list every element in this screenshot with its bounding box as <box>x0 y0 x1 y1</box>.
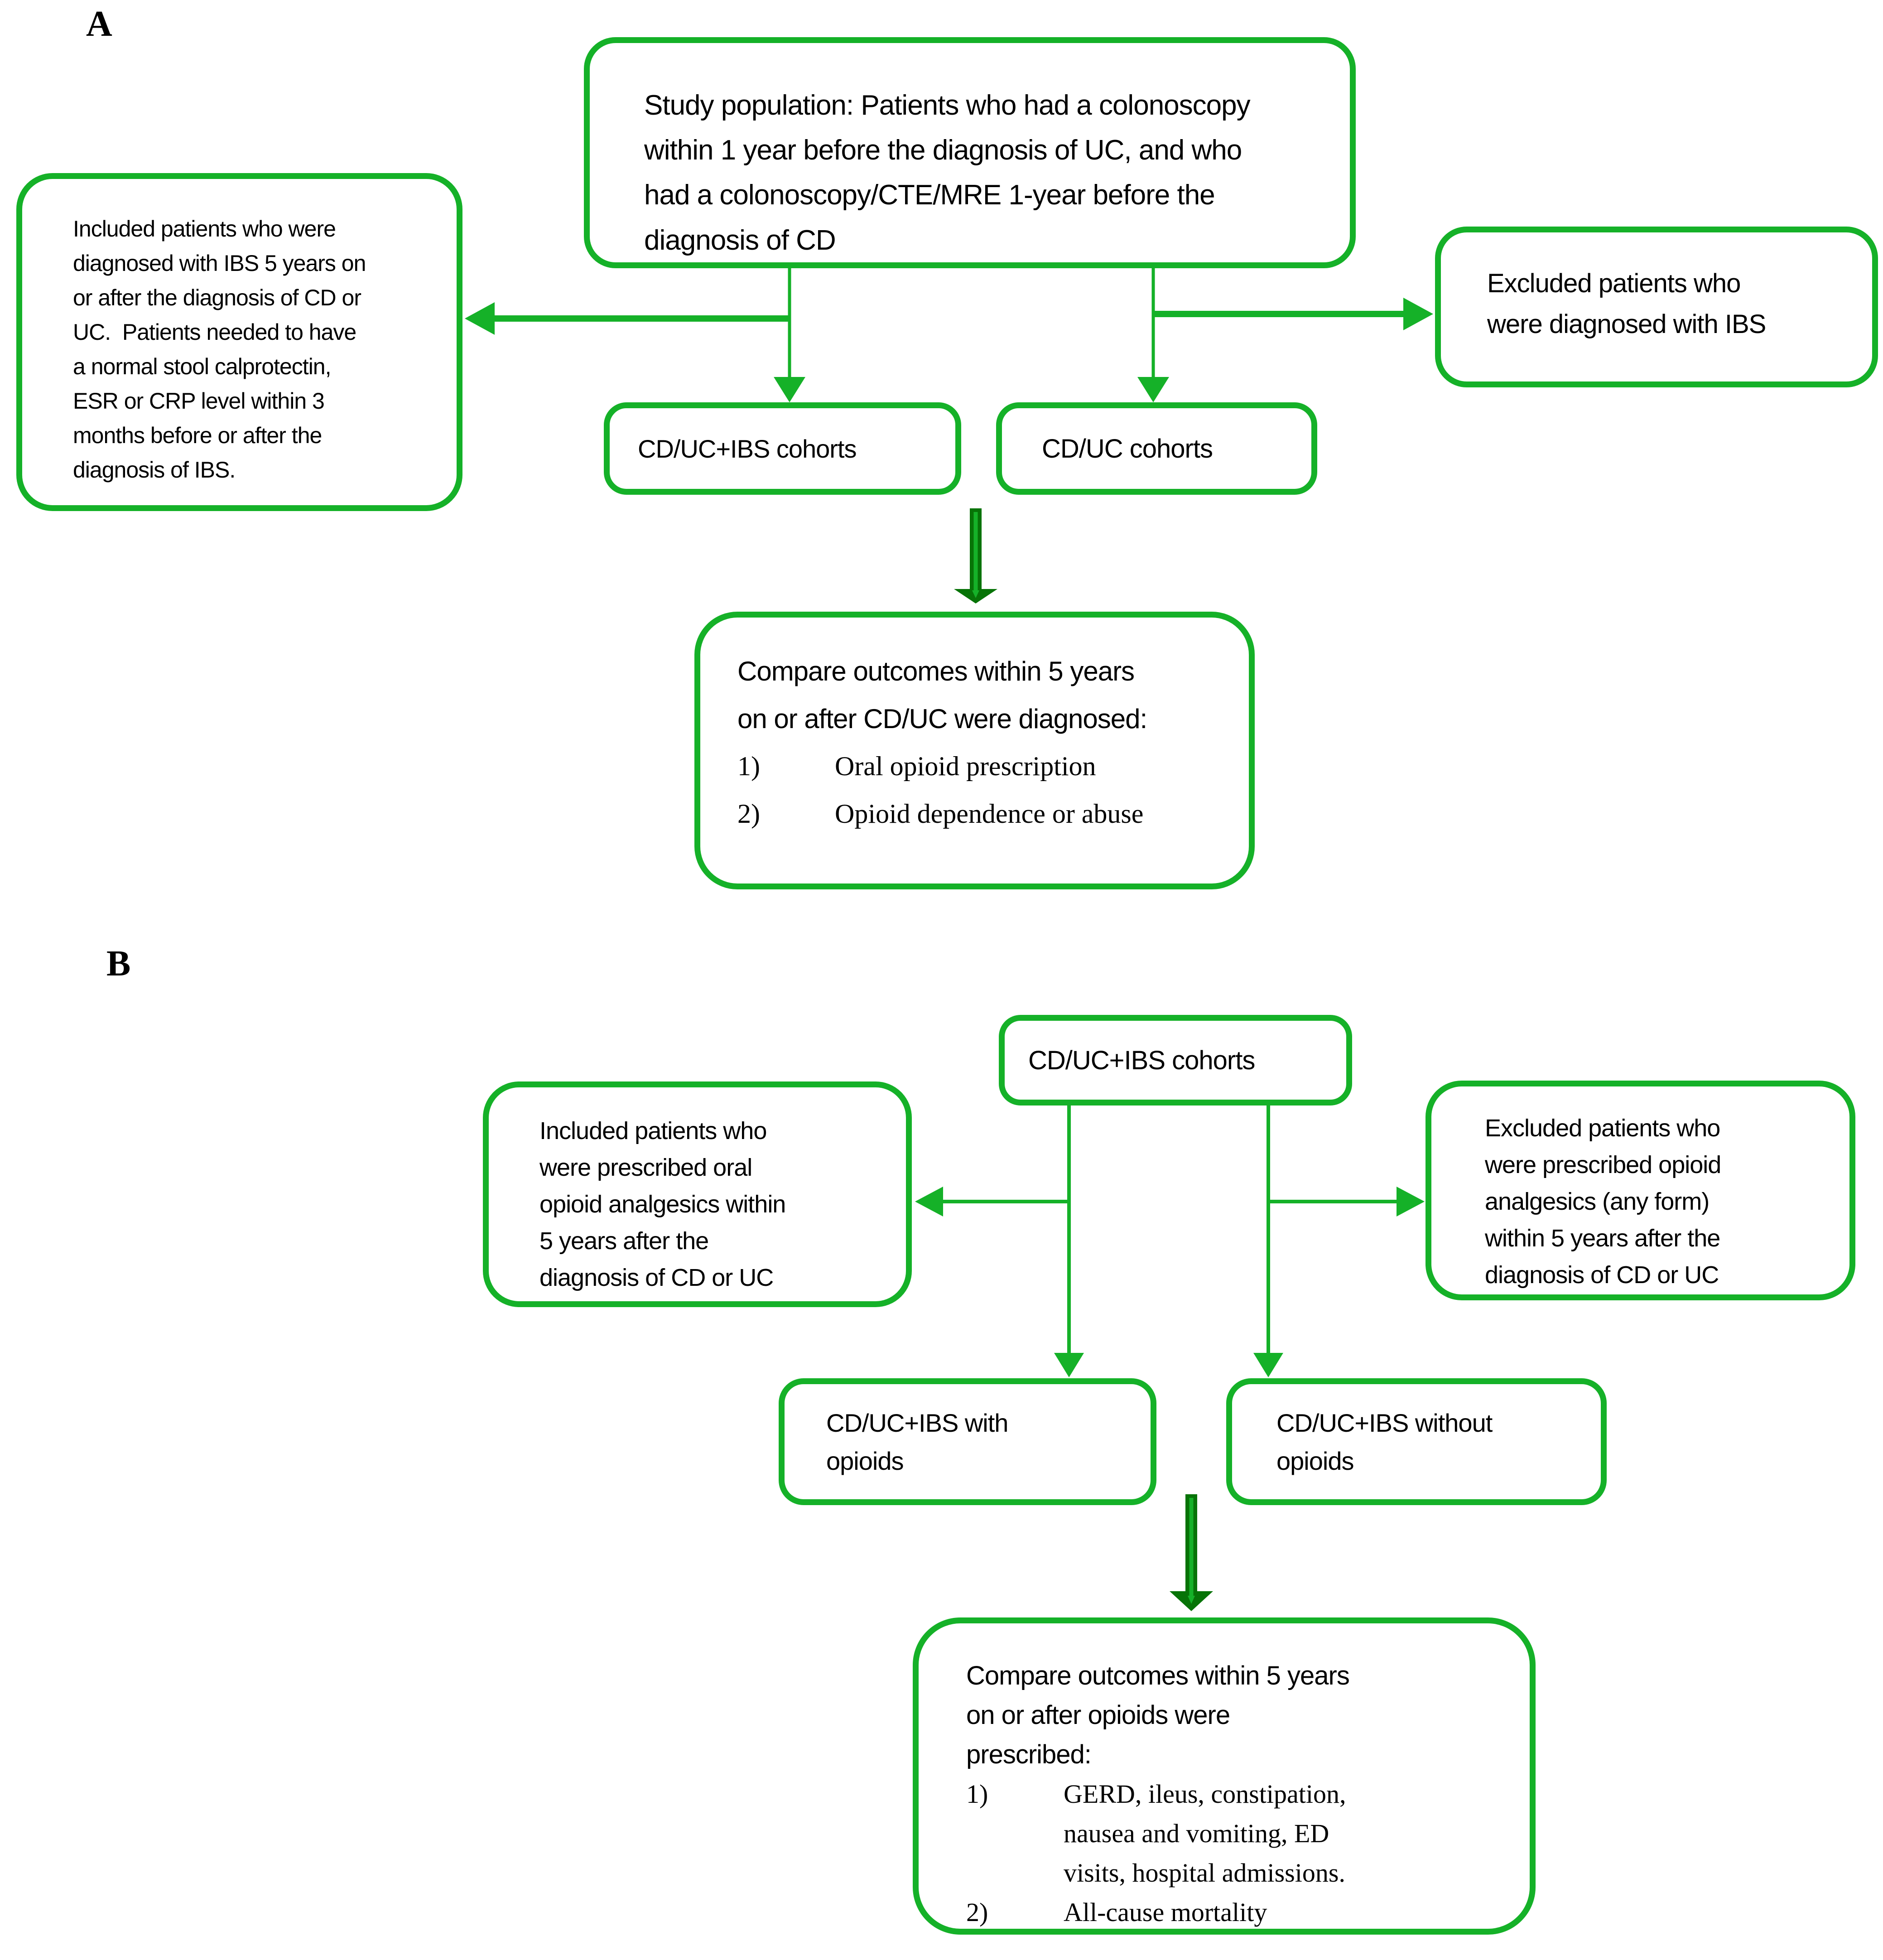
b-line-top-to-without-opioids <box>1253 1103 1283 1377</box>
panel-a-cduc-ibs-cohort-box: CD/UC+IBS cohorts <box>604 402 961 495</box>
b-arrow-to-included <box>915 1187 1069 1217</box>
panel-b-compare-intro: Compare outcomes within 5 years on or af… <box>966 1661 1350 1769</box>
item-number: 2) <box>966 1897 988 1927</box>
b-arrow-to-excluded <box>1268 1187 1425 1217</box>
panel-b-compare-box: Compare outcomes within 5 years on or af… <box>913 1617 1536 1935</box>
b-block-arrow <box>1170 1494 1213 1611</box>
panel-b-without-opioids-text: CD/UC+IBS without opioids <box>1276 1409 1493 1475</box>
panel-b-with-opioids-box: CD/UC+IBS with opioids <box>779 1378 1156 1505</box>
item-number: 2) <box>737 799 760 829</box>
panel-a-compare-intro: Compare outcomes within 5 years on or af… <box>737 656 1147 734</box>
panel-b-with-opioids-text: CD/UC+IBS with opioids <box>826 1409 1008 1475</box>
panel-b-compare-item-1: 1) GERD, ileus, constipation, nausea and… <box>966 1774 1512 1892</box>
panel-a-compare-item-1: 1) Oral opioid prescription <box>737 743 1231 790</box>
a-arrow-to-excluded <box>1153 298 1433 330</box>
panel-a-compare-box: Compare outcomes within 5 years on or af… <box>694 612 1255 889</box>
item-text: Oral opioid prescription <box>835 751 1096 781</box>
panel-b-excluded-box: Excluded patients who were prescribed op… <box>1425 1081 1855 1300</box>
panel-a-cduc-cohort-box: CD/UC cohorts <box>996 402 1317 495</box>
panel-b-included-text: Included patients who were prescribed or… <box>539 1117 786 1291</box>
panel-a-study-population-box: Study population: Patients who had a col… <box>584 37 1356 268</box>
item-text: Opioid dependence or abuse <box>835 799 1144 829</box>
panel-a-cduc-cohort-text: CD/UC cohorts <box>1042 434 1213 463</box>
item-number: 1) <box>737 751 760 781</box>
panel-a-study-population-text: Study population: Patients who had a col… <box>644 90 1251 256</box>
panel-b-top-cohorts-text: CD/UC+IBS cohorts <box>1028 1045 1255 1075</box>
panel-a-cduc-ibs-cohort-text: CD/UC+IBS cohorts <box>638 434 857 463</box>
b-line-top-to-with-opioids <box>1054 1103 1084 1377</box>
a-arrow-to-included <box>465 302 790 335</box>
panel-b-excluded-text: Excluded patients who were prescribed op… <box>1485 1115 1721 1289</box>
item-text: All-cause mortality <box>1064 1897 1267 1927</box>
a-block-arrow <box>954 508 997 603</box>
panel-a-excluded-text: Excluded patients who were diagnosed wit… <box>1487 269 1766 339</box>
item-text: GERD, ileus, constipation, nausea and vo… <box>1064 1779 1346 1888</box>
panel-a-compare-item-2: 2) Opioid dependence or abuse <box>737 790 1231 838</box>
panel-a-included-text: Included patients who were diagnosed wit… <box>73 216 366 483</box>
panel-b-compare-item-2: 2) All-cause mortality <box>966 1892 1512 1932</box>
panel-a-excluded-box: Excluded patients who were diagnosed wit… <box>1435 227 1878 387</box>
panel-b-label: B <box>106 944 131 984</box>
a-line-study-to-ibs-cohort <box>774 265 805 402</box>
panel-a-label: A <box>86 4 112 44</box>
panel-b-top-cohorts-box: CD/UC+IBS cohorts <box>999 1015 1352 1106</box>
a-line-study-to-cduc-cohort <box>1137 265 1169 402</box>
panel-b-without-opioids-box: CD/UC+IBS without opioids <box>1226 1378 1607 1505</box>
panel-a-included-box: Included patients who were diagnosed wit… <box>16 173 462 511</box>
item-number: 1) <box>966 1779 988 1809</box>
panel-b-included-box: Included patients who were prescribed or… <box>483 1081 912 1307</box>
